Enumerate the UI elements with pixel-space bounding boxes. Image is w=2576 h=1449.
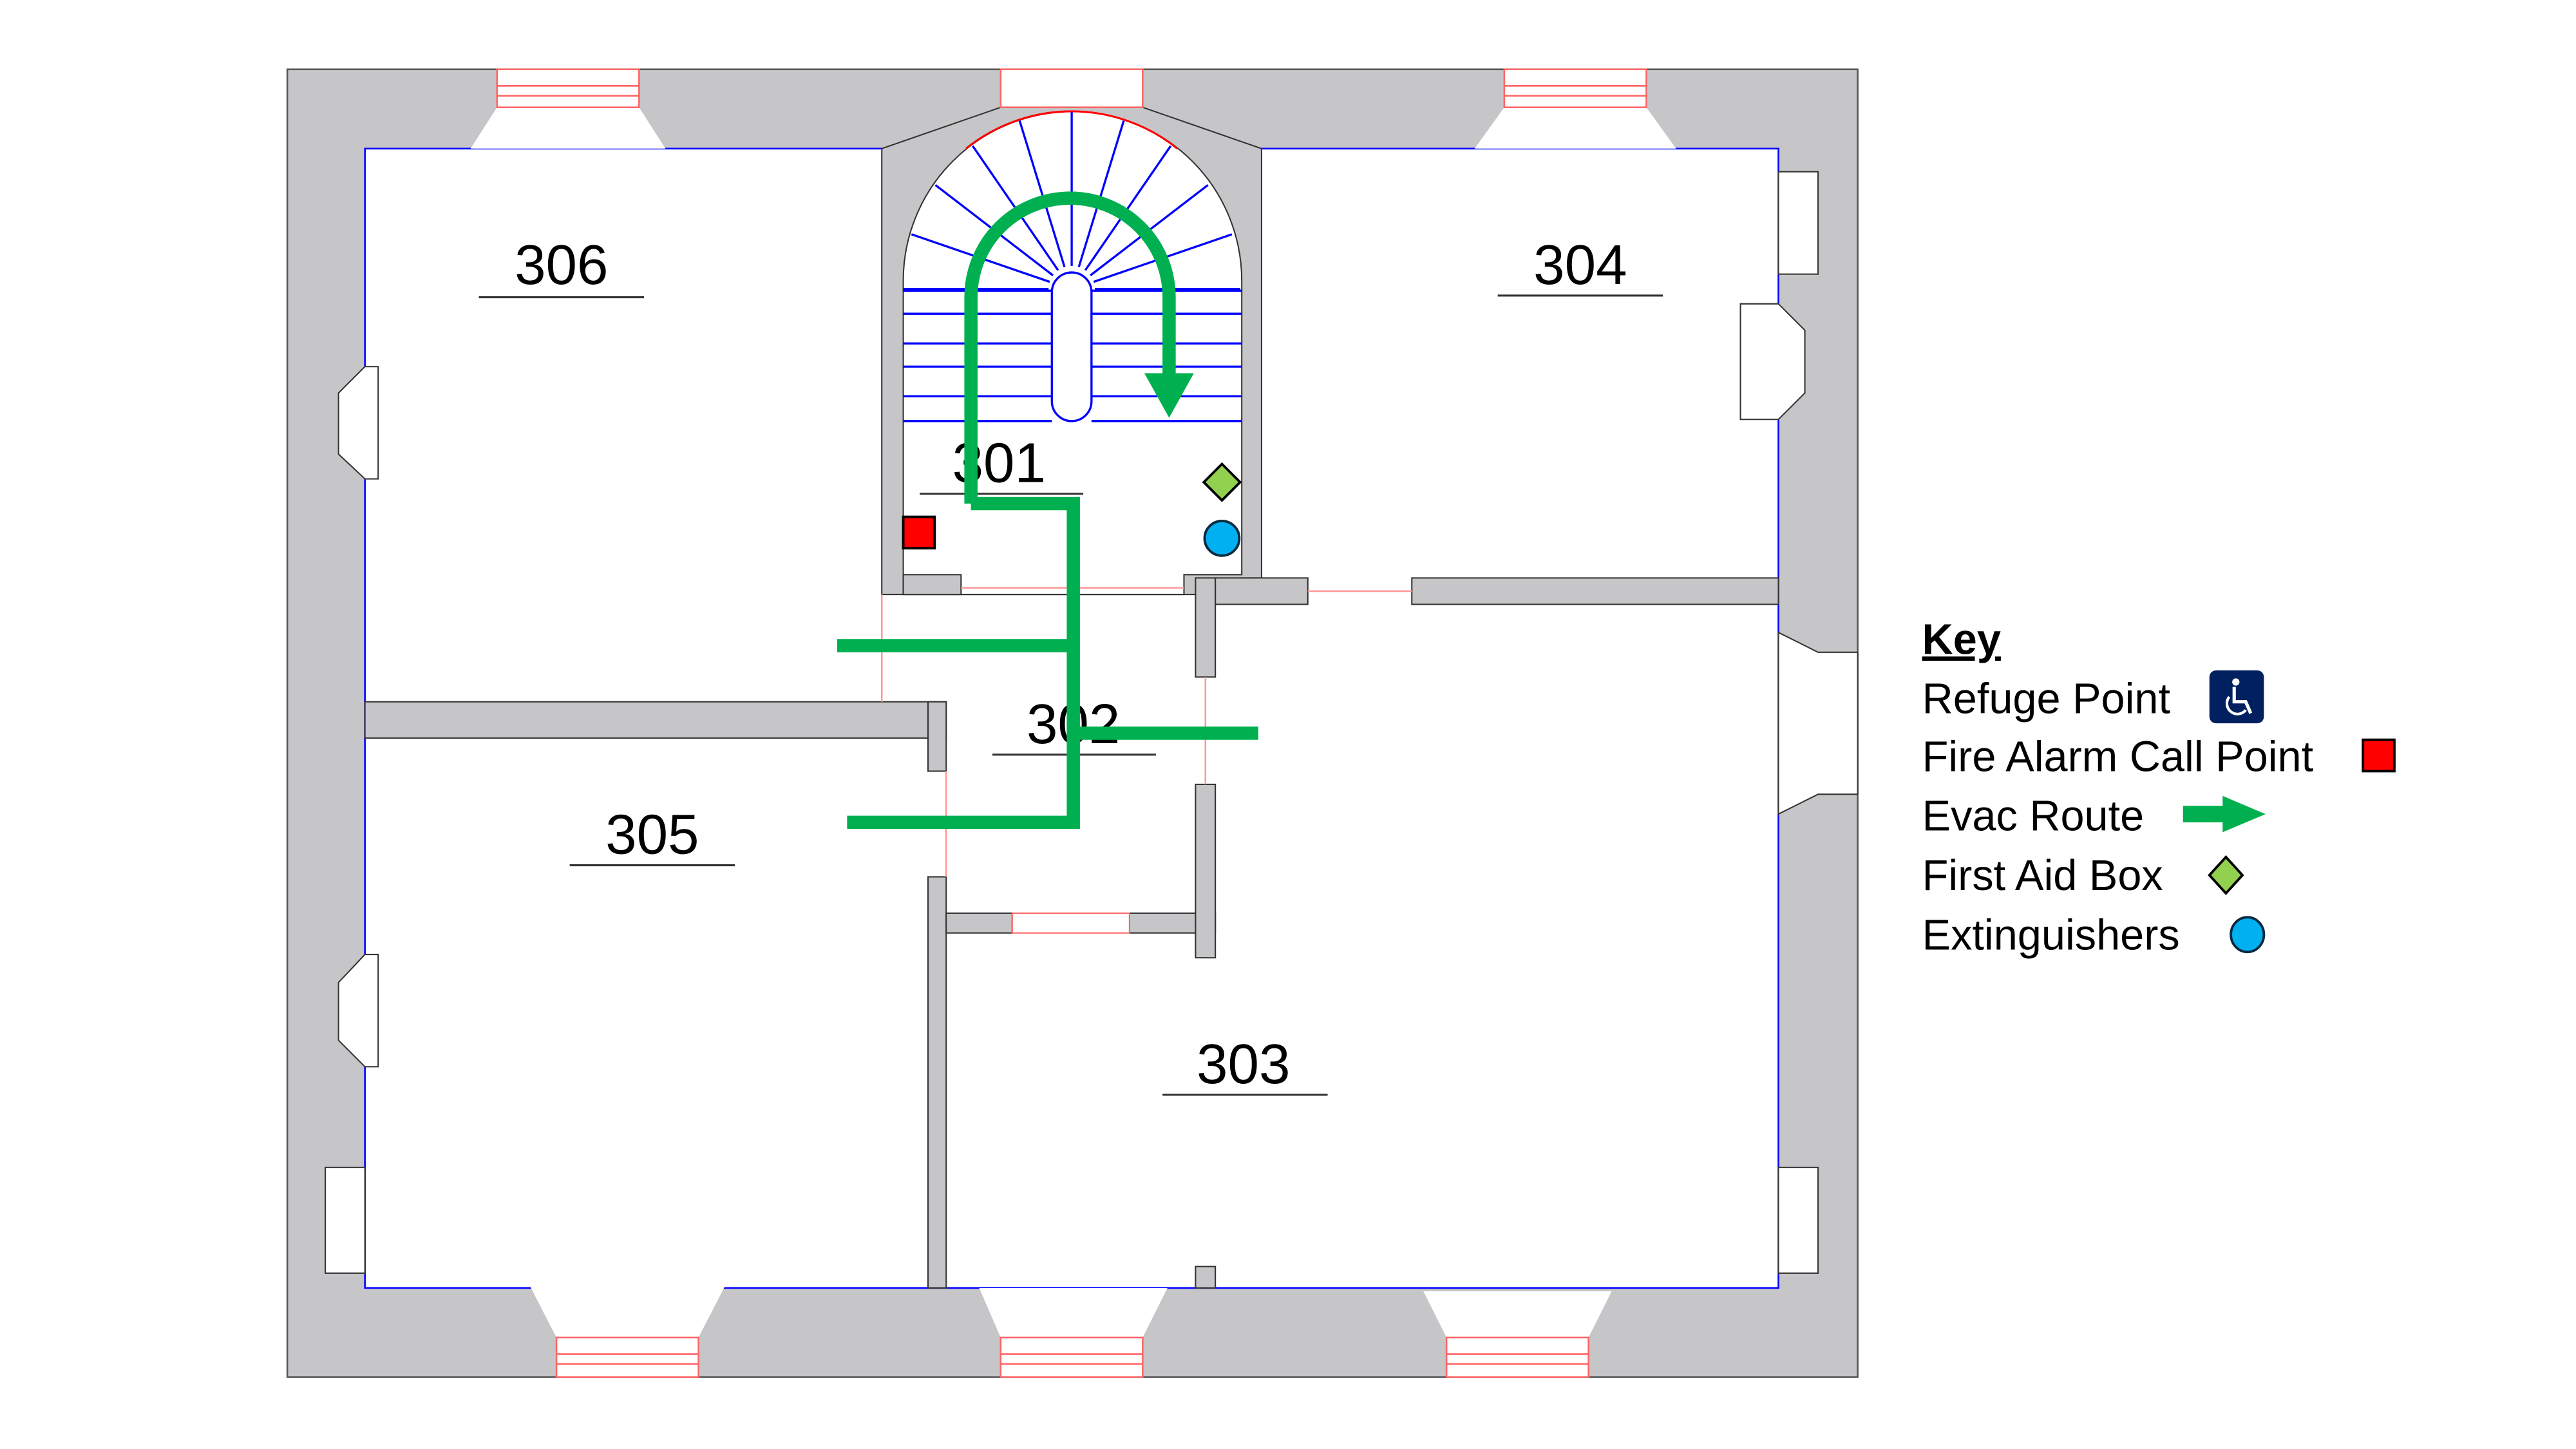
wall-304-303 (1411, 577, 1779, 605)
room-label-306: 306 (515, 234, 608, 296)
room-306: 306 (478, 234, 645, 299)
room-305: 305 (569, 804, 735, 867)
room-label-304: 304 (1533, 234, 1627, 296)
window-top-304 (1474, 68, 1676, 149)
window-right-middle (1777, 631, 1859, 815)
fireplace-left-lower (337, 954, 379, 1068)
wall-302-east-upper (1195, 577, 1217, 678)
window-left-lower (325, 1166, 366, 1274)
first-aid-box-icon (1202, 462, 1242, 502)
stair-window (999, 68, 1144, 108)
stair-tread (1018, 120, 1066, 268)
room-303: 303 (1162, 1033, 1328, 1096)
legend-label-fire-alarm: Fire Alarm Call Point (1922, 733, 2314, 781)
fireplace-right (1739, 303, 1806, 421)
legend-label-refuge-point: Refuge Point (1922, 676, 2171, 723)
wall-304-stub (1215, 577, 1309, 605)
room-304: 304 (1497, 234, 1663, 297)
window-bottom-303a (979, 1288, 1168, 1378)
green-diamond-icon (2208, 855, 2244, 896)
extinguisher-icon (1203, 520, 1241, 557)
wall-302-stub (927, 701, 947, 772)
stair-newel (1050, 271, 1093, 422)
stair-arc (965, 110, 1179, 149)
blue-circle-icon (2230, 916, 2266, 954)
stair-tread (1084, 145, 1172, 271)
legend-label-first-aid-box: First Aid Box (1922, 852, 2163, 900)
room-label-303: 303 (1197, 1033, 1290, 1095)
fire-alarm-call-point-icon (902, 515, 936, 550)
green-arrow-icon (2183, 795, 2266, 833)
wall-303-bottom-stub (1195, 1265, 1217, 1289)
room-label-305: 305 (605, 804, 699, 866)
stair-wall-stub-left (902, 574, 962, 596)
window-bottom-305 (528, 1283, 727, 1378)
window-top-306 (470, 68, 666, 149)
wall-305-303 (927, 876, 947, 1289)
fireplace-left-upper (337, 366, 379, 480)
window-right-upper (1777, 171, 1819, 275)
evac-route-main (847, 497, 1080, 829)
door-302-303 (1011, 912, 1130, 934)
wall-302-east-lower (1195, 783, 1217, 959)
legend-label-evac-route: Evac Route (1922, 793, 2145, 840)
wall-306-305 (364, 701, 947, 739)
stair-tread (1077, 120, 1125, 268)
window-right-lower (1777, 1166, 1819, 1274)
evac-route-stairs (964, 191, 1176, 504)
legend: Key Refuge Point Fire Alarm Call Point E… (1922, 616, 2396, 959)
legend-title: Key (1922, 616, 2001, 663)
red-square-icon (2362, 738, 2396, 773)
window-bottom-303b (1423, 1291, 1612, 1378)
wheelchair-icon (2209, 670, 2264, 724)
wall-302-303-left (945, 912, 1013, 934)
evac-route-arrowhead (1144, 373, 1194, 418)
legend-label-extinguishers: Extinguishers (1922, 911, 2180, 959)
